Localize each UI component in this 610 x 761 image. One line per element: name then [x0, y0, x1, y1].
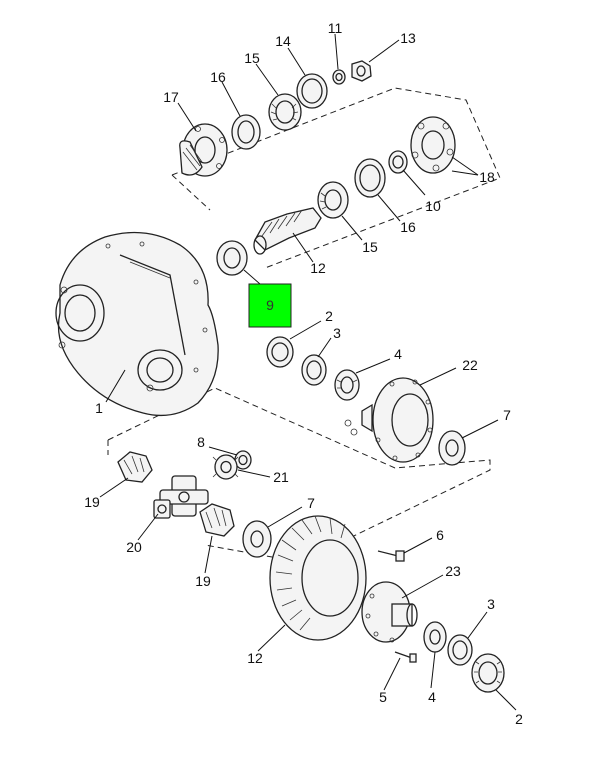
- part-14-bearing-cup[interactable]: [296, 73, 328, 109]
- part-18-flange[interactable]: [410, 116, 456, 174]
- leader-lines: [99, 33, 517, 711]
- part-7-thrust-washer-upper[interactable]: [438, 430, 466, 466]
- callout-1: 1: [95, 400, 103, 416]
- callout-4-lower: 4: [428, 689, 436, 705]
- callout-10: 10: [425, 198, 441, 214]
- part-2-adjuster-lower[interactable]: [471, 653, 505, 693]
- callout-2-lower: 2: [515, 711, 523, 727]
- callout-17: 17: [163, 89, 179, 105]
- part-1-carrier-housing[interactable]: [55, 231, 219, 417]
- part-4-bearing-upper[interactable]: [334, 369, 360, 401]
- part-5-bolt[interactable]: [394, 651, 417, 663]
- callout-6: 6: [436, 527, 444, 543]
- callout-7-upper: 7: [503, 407, 511, 423]
- callout-4-upper: 4: [394, 346, 402, 362]
- callout-11: 11: [328, 20, 343, 36]
- callout-3-lower: 3: [487, 596, 495, 612]
- callout-16-middle: 16: [400, 219, 416, 235]
- part-9-bearing[interactable]: [216, 240, 248, 276]
- callout-12-ring: 12: [247, 650, 263, 666]
- part-21-side-gear[interactable]: [212, 454, 239, 480]
- part-23-case-half[interactable]: [361, 581, 418, 643]
- callout-3-upper: 3: [333, 325, 341, 341]
- part-3-cup-lower[interactable]: [447, 634, 473, 666]
- callout-19-bottom: 19: [195, 573, 211, 589]
- part-19-spider-gear-left[interactable]: [117, 451, 153, 483]
- part-19-spider-gear-bottom[interactable]: [199, 503, 235, 537]
- part-17-flange-yoke[interactable]: [179, 123, 228, 177]
- part-10-ring[interactable]: [388, 150, 408, 174]
- callout-19-left: 19: [84, 494, 100, 510]
- callout-14: 14: [275, 33, 291, 49]
- callout-20: 20: [126, 539, 142, 555]
- callout-15-middle: 15: [362, 239, 378, 255]
- part-12-pinion-gear[interactable]: [253, 207, 322, 255]
- part-12-ring-gear[interactable]: [269, 515, 367, 641]
- callout-15: 15: [244, 50, 260, 66]
- callout-7-lower: 7: [307, 495, 315, 511]
- callout-22: 22: [462, 357, 478, 373]
- part-3-cup-upper[interactable]: [301, 354, 327, 386]
- callout-5: 5: [379, 689, 387, 705]
- callout-21: 21: [273, 469, 289, 485]
- highlight-label: 9: [266, 297, 274, 313]
- part-13-nut[interactable]: [351, 60, 372, 82]
- callout-8: 8: [197, 434, 205, 450]
- part-16-seal-top[interactable]: [231, 114, 261, 150]
- part-8-thrust-washer[interactable]: [234, 450, 252, 470]
- upper-group-outline: [171, 87, 501, 269]
- part-7-thrust-washer-lower[interactable]: [242, 520, 272, 558]
- callout-12-pinion: 12: [310, 260, 326, 276]
- part-22-differential-case[interactable]: [344, 377, 434, 463]
- callout-2-upper: 2: [325, 308, 333, 324]
- spider-cross[interactable]: [159, 475, 209, 517]
- callout-16: 16: [210, 69, 226, 85]
- part-15-bearing-middle[interactable]: [317, 181, 349, 219]
- part-20-spider-arm[interactable]: [153, 499, 171, 519]
- part-6-bolt[interactable]: [377, 550, 405, 562]
- part-11-washer[interactable]: [332, 69, 346, 85]
- highlighted-part-9[interactable]: 9: [243, 269, 292, 328]
- highlight-box: [248, 283, 292, 328]
- callout-13: 13: [400, 30, 416, 46]
- part-4-bearing-lower[interactable]: [423, 621, 447, 653]
- part-2-adjuster-upper[interactable]: [266, 336, 294, 368]
- part-16-cup-middle[interactable]: [354, 158, 386, 198]
- callout-labels: 17 16 15 14 11 13 18 10 16 15 12 1 2 3 4…: [84, 20, 523, 727]
- callout-23: 23: [445, 563, 461, 579]
- part-15-bearing-top[interactable]: [268, 93, 302, 131]
- callout-18: 18: [479, 169, 495, 185]
